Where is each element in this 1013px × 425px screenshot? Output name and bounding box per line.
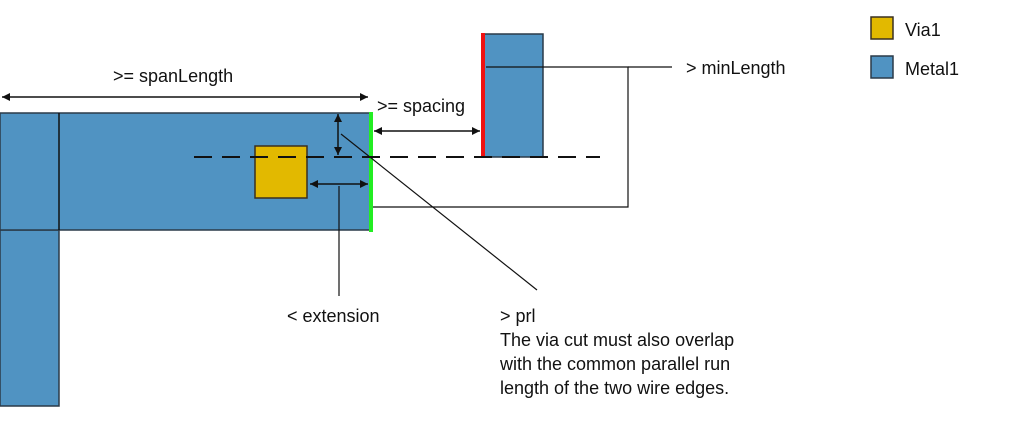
prl-label: > prl bbox=[500, 306, 536, 326]
legend-swatch-via1 bbox=[870, 16, 894, 40]
legend: Via1 Metal1 bbox=[870, 16, 959, 79]
metal1-neighbor-wire bbox=[482, 33, 544, 158]
prl-leader-line bbox=[340, 133, 538, 291]
min-length-label: > minLength bbox=[686, 58, 786, 78]
prl-note-line-3: length of the two wire edges. bbox=[500, 378, 729, 398]
legend-label-metal1: Metal1 bbox=[905, 59, 959, 79]
extension-label: < extension bbox=[287, 306, 380, 326]
min-length-bracket bbox=[373, 66, 629, 208]
metal1-horizontal-wire bbox=[0, 112, 372, 231]
legend-label-via1: Via1 bbox=[905, 20, 941, 40]
prl-note-line-1: The via cut must also overlap bbox=[500, 330, 734, 350]
prl-note-line-2: with the common parallel run bbox=[499, 354, 730, 374]
via1-cut bbox=[254, 145, 308, 199]
span-length-label: >= spanLength bbox=[113, 66, 233, 86]
metal1-vertical-wire bbox=[0, 229, 60, 407]
spacing-label: >= spacing bbox=[377, 96, 465, 116]
legend-swatch-metal1 bbox=[870, 55, 894, 79]
